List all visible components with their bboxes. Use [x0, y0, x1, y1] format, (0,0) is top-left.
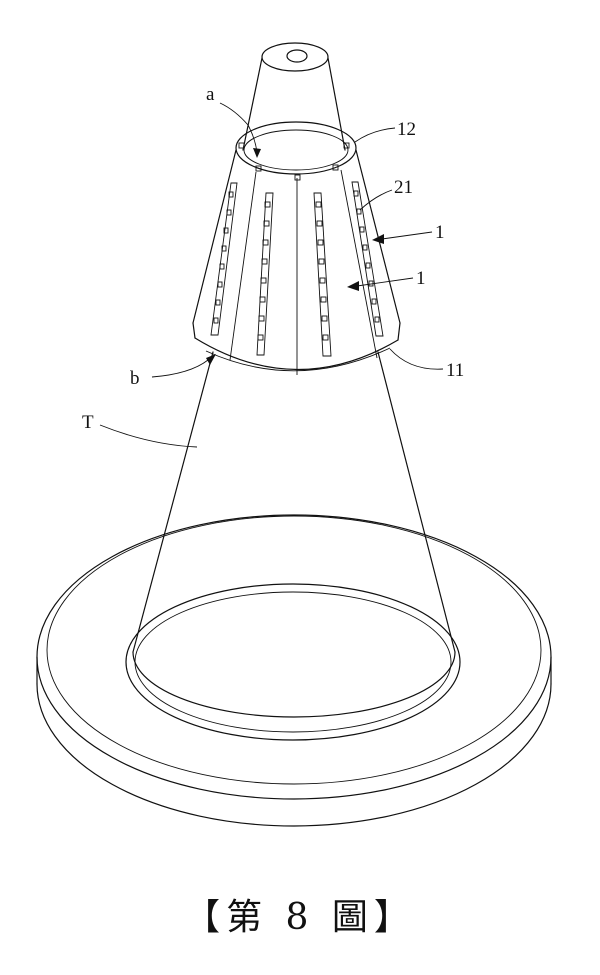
reference-labels: a 12 21 1 1 11 b T — [82, 84, 464, 433]
leader-lines — [99, 102, 444, 448]
cone-base — [36, 514, 552, 827]
cone-body — [132, 351, 456, 718]
label-1-outer: 1 — [435, 222, 445, 243]
led-strip-4 — [351, 181, 384, 337]
label-12: 12 — [397, 119, 416, 140]
cone-top — [242, 42, 346, 151]
figure-caption: 【第 8 圖】 — [184, 897, 416, 938]
label-b: b — [130, 368, 140, 389]
light-sleeve — [192, 121, 401, 375]
label-11: 11 — [446, 360, 464, 381]
led-strip-1 — [210, 182, 238, 336]
label-21: 21 — [394, 177, 413, 198]
label-T: T — [82, 412, 94, 433]
led-strip-2 — [256, 192, 274, 356]
led-strip-3 — [313, 192, 332, 357]
label-1-inner: 1 — [416, 268, 426, 289]
label-a: a — [206, 84, 215, 105]
